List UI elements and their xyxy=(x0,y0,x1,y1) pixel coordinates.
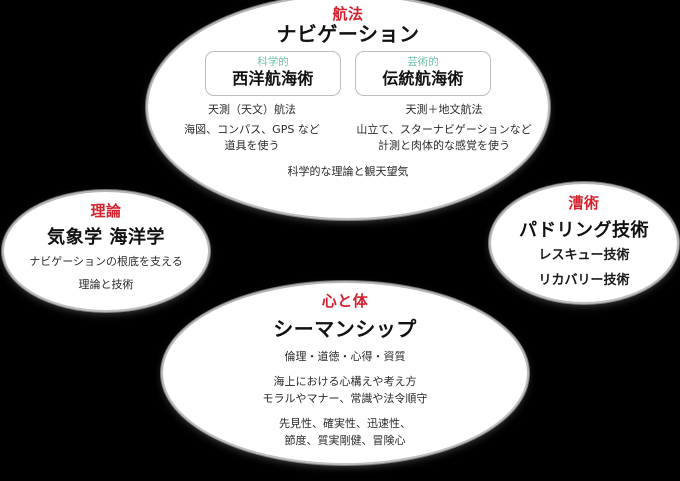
navigation-card-traditional: 芸術的 伝統航海術 xyxy=(355,50,491,97)
theory-desc-line2: 理論と技術 xyxy=(78,277,134,291)
theory-desc-line1: ナビゲーションの根底を支える xyxy=(29,255,183,269)
paddling-item-rescue: レスキュー技術 xyxy=(538,248,630,264)
navigation-title: ナビゲーション xyxy=(276,21,420,46)
mind-body-ellipse: 心と体 シーマンシップ 倫理・道徳・心得・資質 海上における心構えや考え方 モラ… xyxy=(160,280,530,466)
navigation-detail-traditional-line1: 山立て、スターナビゲーションなど xyxy=(356,122,532,136)
theory-ellipse: 理論 気象学 海洋学 ナビゲーションの根底を支える 理論と技術 xyxy=(1,189,211,313)
mind-body-line1: 倫理・道徳・心得・資質 xyxy=(284,349,406,363)
paddling-item-recovery: リカバリー技術 xyxy=(538,273,630,289)
navigation-detail-traditional: 天測＋地文航法 山立て、スターナビゲーションなど 計測と肉体的な感覚を使う xyxy=(351,102,537,155)
navigation-detail-western-lead: 天測（天文）航法 xyxy=(208,103,296,117)
mind-body-block2-line1: 海上における心構えや考え方 xyxy=(273,375,417,388)
mind-body-block-3: 先見性、確実性、迅速性、 節度、質実剛健、冒険心 xyxy=(279,416,411,449)
paddling-content: 漕術 パドリング技術 レスキュー技術 リカバリー技術 xyxy=(491,184,677,302)
theory-content: 理論 気象学 海洋学 ナビゲーションの根底を支える 理論と技術 xyxy=(4,192,208,310)
mind-body-block3-line2: 節度、質実剛健、冒険心 xyxy=(284,433,406,447)
navigation-card-western: 科学的 西洋航海術 xyxy=(205,50,341,97)
navigation-detail-western-line2: 道具を使う xyxy=(224,139,280,153)
navigation-detail-western: 天測（天文）航法 海図、コンパス、GPS など 道具を使う xyxy=(159,102,345,155)
paddling-category-label: 漕術 xyxy=(568,194,600,212)
navigation-detail-group: 天測（天文）航法 海図、コンパス、GPS など 道具を使う 天測＋地文航法 山立… xyxy=(156,102,540,155)
mind-body-category-label: 心と体 xyxy=(321,292,369,310)
theory-category-label: 理論 xyxy=(90,202,122,220)
paddling-ellipse: 漕術 パドリング技術 レスキュー技術 リカバリー技術 xyxy=(488,181,680,305)
navigation-content: 航法 ナビゲーション 科学的 西洋航海術 芸術的 伝統航海術 天測（天文）航法 … xyxy=(148,0,548,218)
mind-body-block2-line2: モラルやマナー、常識や法令順守 xyxy=(262,391,428,405)
navigation-category-label: 航法 xyxy=(332,5,364,23)
navigation-card-western-name: 西洋航海術 xyxy=(232,69,314,89)
navigation-ellipse: 航法 ナビゲーション 科学的 西洋航海術 芸術的 伝統航海術 天測（天文）航法 … xyxy=(145,0,551,221)
navigation-detail-traditional-line2: 計測と肉体的な感覚を使う xyxy=(378,139,510,153)
mind-body-content: 心と体 シーマンシップ 倫理・道徳・心得・資質 海上における心構えや考え方 モラ… xyxy=(163,283,527,463)
navigation-card-traditional-tag: 芸術的 xyxy=(407,55,439,68)
mind-body-title: シーマンシップ xyxy=(273,316,417,341)
navigation-detail-western-line1: 海図、コンパス、GPS など xyxy=(184,122,320,136)
mind-body-block-2: 海上における心構えや考え方 モラルやマナー、常識や法令順守 xyxy=(263,374,428,407)
navigation-card-western-tag: 科学的 xyxy=(257,55,289,68)
mind-body-block3-line1: 先見性、確実性、迅速性、 xyxy=(279,417,411,430)
navigation-footer-text: 科学的な理論と観天望気 xyxy=(287,164,409,178)
theory-title: 気象学 海洋学 xyxy=(47,226,165,248)
paddling-title: パドリング技術 xyxy=(518,219,650,241)
navigation-card-traditional-name: 伝統航海術 xyxy=(382,69,464,89)
navigation-card-group: 科学的 西洋航海術 芸術的 伝統航海術 xyxy=(205,50,491,97)
navigation-detail-traditional-lead: 天測＋地文航法 xyxy=(405,103,483,117)
